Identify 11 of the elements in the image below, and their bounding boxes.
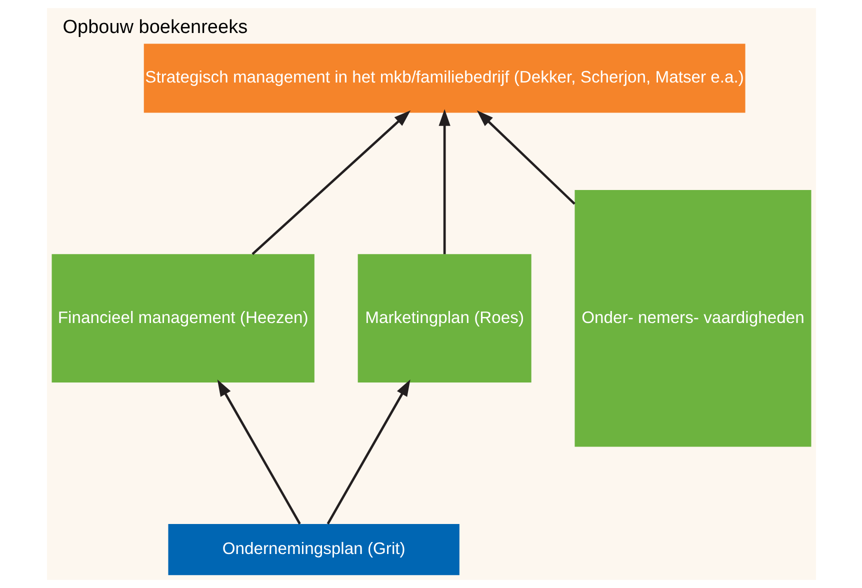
arrow <box>216 380 300 524</box>
node-box: Marketingplan (Roes) <box>357 254 531 383</box>
node-box: Strategisch management in het mkb/familiebedrijf (Dekker, Scherjon, Matser e.a.) <box>143 44 745 113</box>
diagram-title: Opbouw boekenreeks <box>62 16 248 38</box>
arrow <box>251 110 410 255</box>
node-box: Onder- nemers- vaardigheden <box>574 190 811 447</box>
node-box: Financieel management (Heezen) <box>51 254 314 383</box>
node-box: Ondernemingsplan (Grit) <box>168 524 459 576</box>
arrow <box>326 380 410 524</box>
arrow <box>476 110 575 205</box>
arrow <box>438 109 450 254</box>
